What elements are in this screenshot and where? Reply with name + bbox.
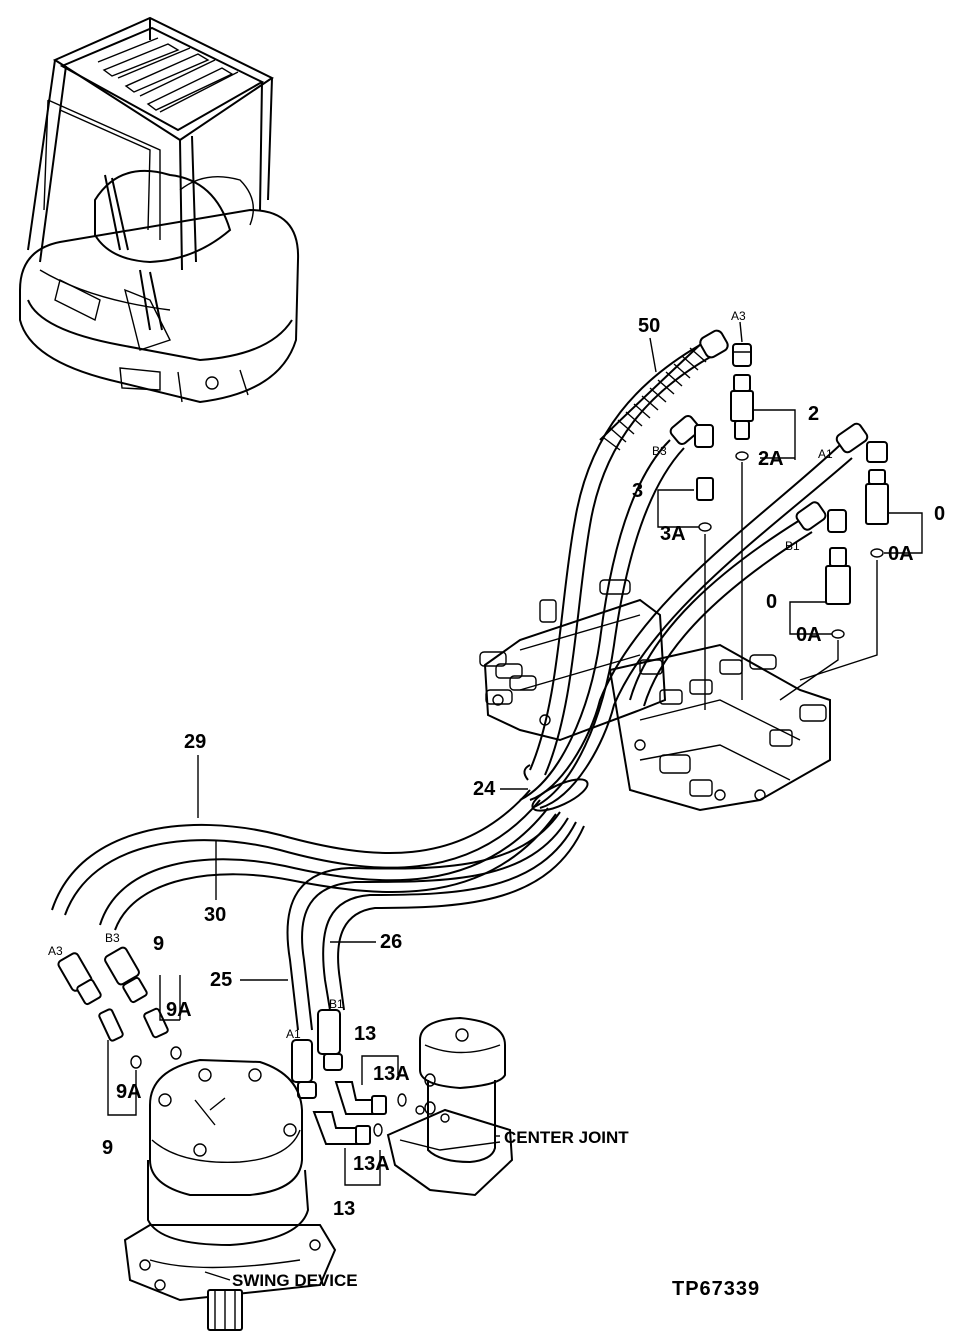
label-25: 25: [210, 969, 232, 991]
label-29: 29: [184, 731, 206, 753]
label-b3-top: B3: [652, 444, 667, 458]
label-13a-top: 13A: [373, 1063, 410, 1085]
label-13a-bot: 13A: [353, 1153, 390, 1175]
label-0a-a: 0A: [888, 543, 914, 565]
label-a3-top: A3: [731, 309, 746, 323]
label-26: 26: [380, 931, 402, 953]
label-9-bot: 9: [102, 1137, 113, 1159]
hoses: [51, 329, 869, 1031]
drawing-code: TP67339: [672, 1278, 760, 1300]
label-0a-b: 0A: [796, 624, 822, 646]
label-a3-bot: A3: [48, 944, 63, 958]
part-labels: 50 A3 2 2A B3 3 3A A1 0 0A B1 0 0A 29 24…: [48, 309, 945, 1300]
label-3: 3: [632, 480, 643, 502]
control-valve: [479, 579, 831, 812]
upper-fittings: [657, 343, 923, 710]
label-13-top: 13: [354, 1023, 376, 1045]
label-0-a: 0: [934, 503, 945, 525]
label-a1-top: A1: [818, 447, 833, 461]
label-swing-device: SWING DEVICE: [232, 1271, 358, 1290]
label-b1-bot: B1: [329, 997, 344, 1011]
label-a1-bot: A1: [286, 1027, 301, 1041]
label-center-joint: CENTER JOINT: [504, 1128, 629, 1147]
label-13-bot: 13: [333, 1198, 355, 1220]
label-b3-bot: B3: [105, 931, 120, 945]
spring-guard: [599, 339, 707, 451]
excavator-illustration: [19, 16, 300, 404]
label-3a: 3A: [660, 523, 686, 545]
label-50: 50: [638, 315, 660, 337]
lower-fittings: [57, 946, 407, 1186]
label-30: 30: [204, 904, 226, 926]
label-2: 2: [808, 403, 819, 425]
label-9-top: 9: [153, 933, 164, 955]
label-9a-top: 9A: [166, 999, 192, 1021]
label-9a-bot: 9A: [116, 1081, 142, 1103]
center-joint: [386, 1016, 514, 1197]
label-2a: 2A: [758, 448, 784, 470]
label-b1-top: B1: [785, 539, 800, 553]
label-24: 24: [473, 778, 496, 800]
label-0-b: 0: [766, 591, 777, 613]
swing-device: [123, 1058, 337, 1331]
